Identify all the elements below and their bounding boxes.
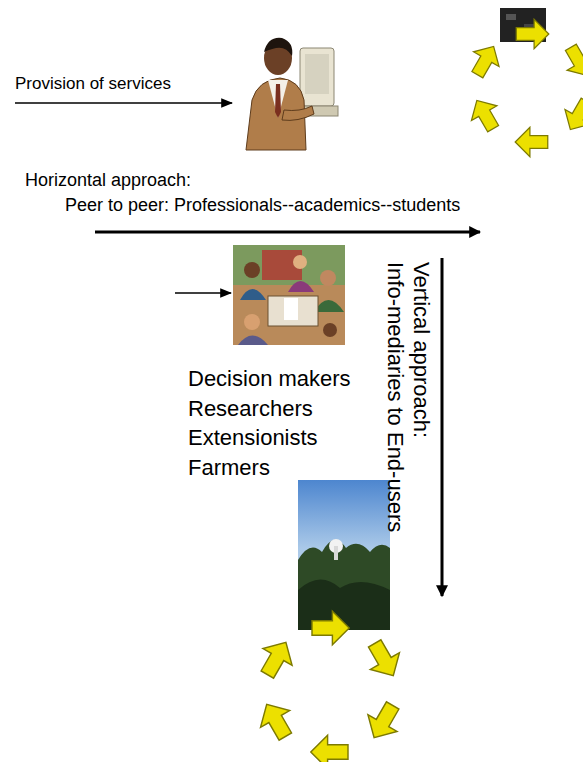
actor-label: Decision makers [188,366,351,392]
label-holder: Info-mediaries to End-users [382,262,408,532]
approach-heading: Vertical approach: [408,262,434,438]
cycle-illustration [464,8,583,157]
cycle-illustration [252,611,408,762]
actor-label: Farmers [188,455,270,481]
label-holder: Peer to peer: Professionals--academics--… [65,195,460,216]
horizontal-arrow [95,231,480,234]
approach-label: Info-mediaries to End-users [382,262,408,532]
service-label: Provision of services [15,74,171,94]
approach-heading: Horizontal approach: [25,170,191,191]
computer-user-illustration [246,38,338,150]
label-holder: Vertical approach: [408,262,434,438]
pointer-arrow [15,102,232,104]
label-holder: Horizontal approach: [25,170,191,191]
vertical-arrow [441,258,444,596]
label-holder: Decision makers [188,366,351,392]
label-holder: Farmers [188,455,270,481]
label-holder: Extensionists [188,425,318,451]
label-holder: Researchers [188,396,313,422]
actor-label: Extensionists [188,425,318,451]
actor-label: Researchers [188,396,313,422]
label-holder: Provision of services [15,74,171,94]
approach-label: Peer to peer: Professionals--academics--… [65,195,460,216]
pointer-arrow [175,292,231,294]
landscape-photo [298,480,390,630]
meeting-illustration [233,245,345,345]
